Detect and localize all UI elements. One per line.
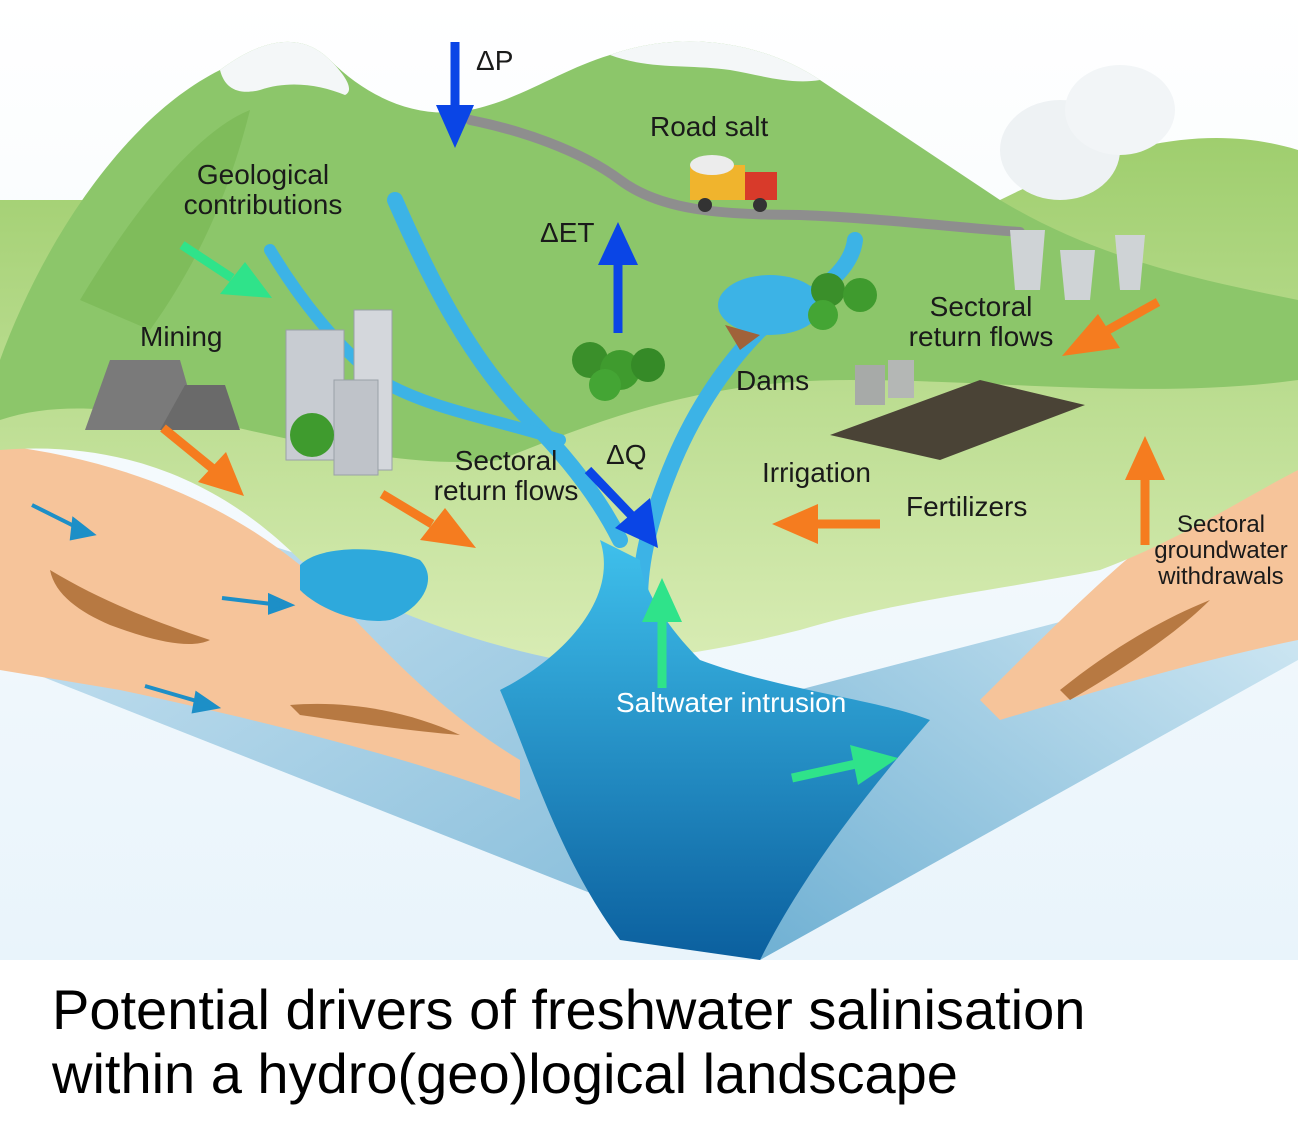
arrow-sectoral-right	[1062, 298, 1161, 356]
label-groundwater-line3: withdrawals	[1158, 563, 1284, 590]
arrow-geological	[179, 241, 272, 298]
label-geological-line1: Geological	[196, 159, 330, 190]
label-road-salt: Road salt	[650, 111, 769, 142]
label-geological-contributions: Geological contributions	[170, 160, 356, 220]
building-3	[333, 379, 379, 476]
silo-2	[888, 360, 914, 398]
arrow-delta-et	[598, 222, 638, 333]
arrow-fertilizers	[772, 504, 880, 544]
mine-pile-2	[160, 385, 240, 430]
mountain-shade	[80, 110, 250, 330]
label-sectoral-left-line1: Sectoral	[454, 445, 558, 476]
label-groundwater-line1: Sectoral	[1176, 511, 1266, 538]
landscape-diagram	[0, 0, 1298, 960]
power-plant	[1000, 65, 1175, 300]
clay-lens-2	[290, 703, 460, 735]
silo-1	[855, 365, 885, 405]
label-dams: Dams	[736, 365, 810, 396]
arrow-delta-q	[584, 466, 658, 548]
label-delta-p: ΔP	[476, 45, 514, 76]
groundwater-pond	[300, 549, 429, 621]
forest-center	[572, 342, 665, 401]
caption-line1: Potential drivers of freshwater salinisa…	[52, 978, 1086, 1041]
snowcap-left	[220, 41, 350, 95]
farm-field	[830, 380, 1085, 460]
caption-line2: within a hydro(geo)logical landscape	[52, 1042, 958, 1105]
figure-caption: Potential drivers of freshwater salinisa…	[52, 978, 1282, 1106]
river-left	[387, 192, 628, 548]
label-irrigation: Irrigation	[762, 457, 871, 488]
label-sectoral-return-left: Sectoral return flows	[420, 446, 592, 506]
label-delta-q: ΔQ	[606, 439, 647, 470]
label-fertilizers: Fertilizers	[906, 491, 1028, 522]
arrow-delta-p	[436, 42, 474, 148]
soil-right	[980, 460, 1298, 720]
city-tree	[290, 413, 334, 457]
label-sectoral-right-line1: Sectoral	[929, 291, 1033, 322]
arrow-saltwater-lateral	[791, 745, 898, 785]
label-mining: Mining	[140, 321, 223, 352]
dam-wall	[725, 325, 760, 350]
soil-left	[0, 445, 520, 800]
arrow-groundwater-withdrawals	[1125, 436, 1165, 545]
label-groundwater-line2: groundwater	[1154, 537, 1288, 564]
label-sectoral-left-line2: return flows	[433, 475, 579, 506]
arrow-mining	[160, 424, 244, 496]
estuary	[500, 540, 930, 960]
clay-lens-1	[50, 570, 210, 645]
label-sectoral-right-line2: return flows	[908, 321, 1054, 352]
snowcap-right	[610, 41, 820, 82]
label-groundwater-withdrawals: Sectoral groundwater withdrawals	[1146, 512, 1296, 590]
arrow-sectoral-left	[379, 490, 476, 548]
label-geological-line2: contributions	[183, 189, 343, 220]
groundwater-flow-arrows	[31, 503, 296, 714]
clay-lens-3	[1060, 600, 1210, 700]
salt-truck	[690, 155, 777, 212]
forest-right	[808, 273, 877, 330]
reservoir	[718, 275, 822, 335]
label-sectoral-return-right: Sectoral return flows	[896, 292, 1066, 352]
label-saltwater-intrusion: Saltwater intrusion	[616, 687, 847, 718]
arrow-saltwater-intrusion	[642, 578, 682, 688]
label-delta-et: ΔET	[540, 217, 595, 248]
